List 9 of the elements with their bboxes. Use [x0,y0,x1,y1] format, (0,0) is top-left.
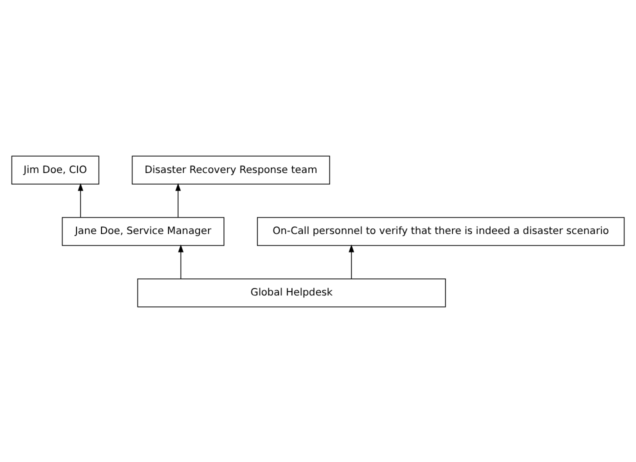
node-box: Global Helpdesk [137,278,446,307]
arrow [178,244,184,279]
arrow [175,182,181,218]
arrow [348,244,354,279]
node-box: Jane Doe, Service Manager [62,216,224,246]
node-box: Disaster Recovery Response team [132,155,330,184]
node-box: On-Call personnel to verify that there is indeed a disaster scenario [256,216,625,246]
arrow [78,182,84,218]
node-box: Jim Doe, CIO [11,155,100,184]
